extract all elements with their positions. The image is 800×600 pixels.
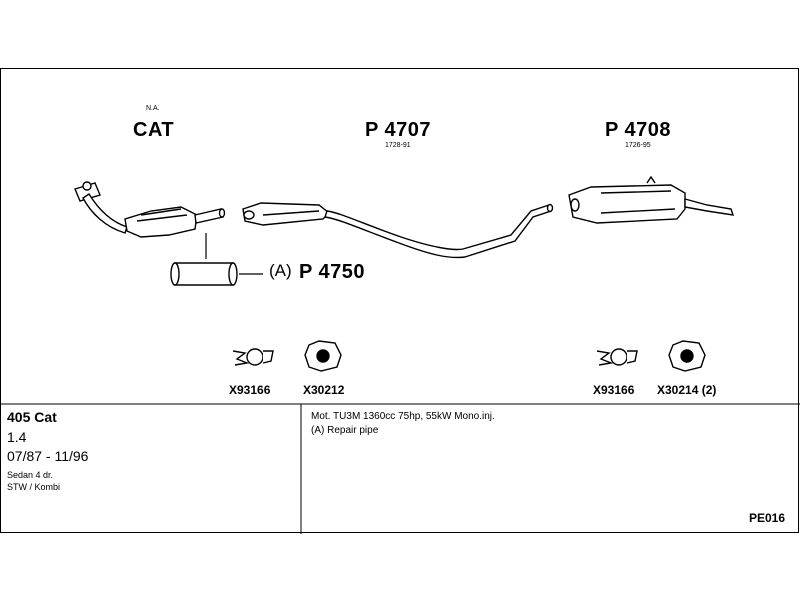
p4708-label: P 4708	[605, 119, 672, 141]
clamp-icon-1	[232, 348, 274, 366]
vehicle-model: 405 Cat	[7, 409, 57, 425]
repair-label: P 4750	[299, 261, 366, 283]
cat-label: CAT	[133, 119, 175, 141]
engine-note: Mot. TU3M 1360cc 75hp, 55kW Mono.inj.	[311, 411, 495, 422]
rear-silencer-icon	[568, 175, 735, 224]
middle-silencer-icon	[242, 202, 554, 259]
vehicle-years: 07/87 - 11/96	[7, 448, 89, 464]
cat-note: N.A.	[146, 105, 160, 112]
exhaust-diagram-sheet: N.A. CAT P 4707 1728-91 P 4708 1726-95 (…	[0, 68, 800, 534]
catalytic-converter-icon	[74, 181, 226, 238]
clamp-icon-2	[596, 348, 638, 366]
vehicle-body-1: Sedan 4 dr.	[7, 470, 54, 480]
fitting-code-2: X30212	[303, 383, 345, 397]
reference-code: PE016	[749, 511, 786, 525]
diagram-drawing	[1, 175, 800, 534]
vehicle-body-2: STW / Kombi	[7, 482, 61, 492]
p4708-sub: 1726-95	[625, 142, 651, 149]
p4707-sub: 1728-91	[385, 142, 411, 149]
repair-pipe-icon	[170, 262, 238, 286]
fitting-code-4: X30214 (2)	[657, 383, 717, 397]
vehicle-engine-size: 1.4	[7, 429, 27, 445]
gasket-icon-1	[304, 340, 342, 372]
gasket-icon-2	[668, 340, 706, 372]
repair-prefix: (A)	[269, 261, 292, 280]
p4707-label: P 4707	[365, 119, 432, 141]
repair-note: (A) Repair pipe	[311, 425, 379, 436]
fitting-code-3: X93166	[593, 383, 635, 397]
fitting-code-1: X93166	[229, 383, 271, 397]
